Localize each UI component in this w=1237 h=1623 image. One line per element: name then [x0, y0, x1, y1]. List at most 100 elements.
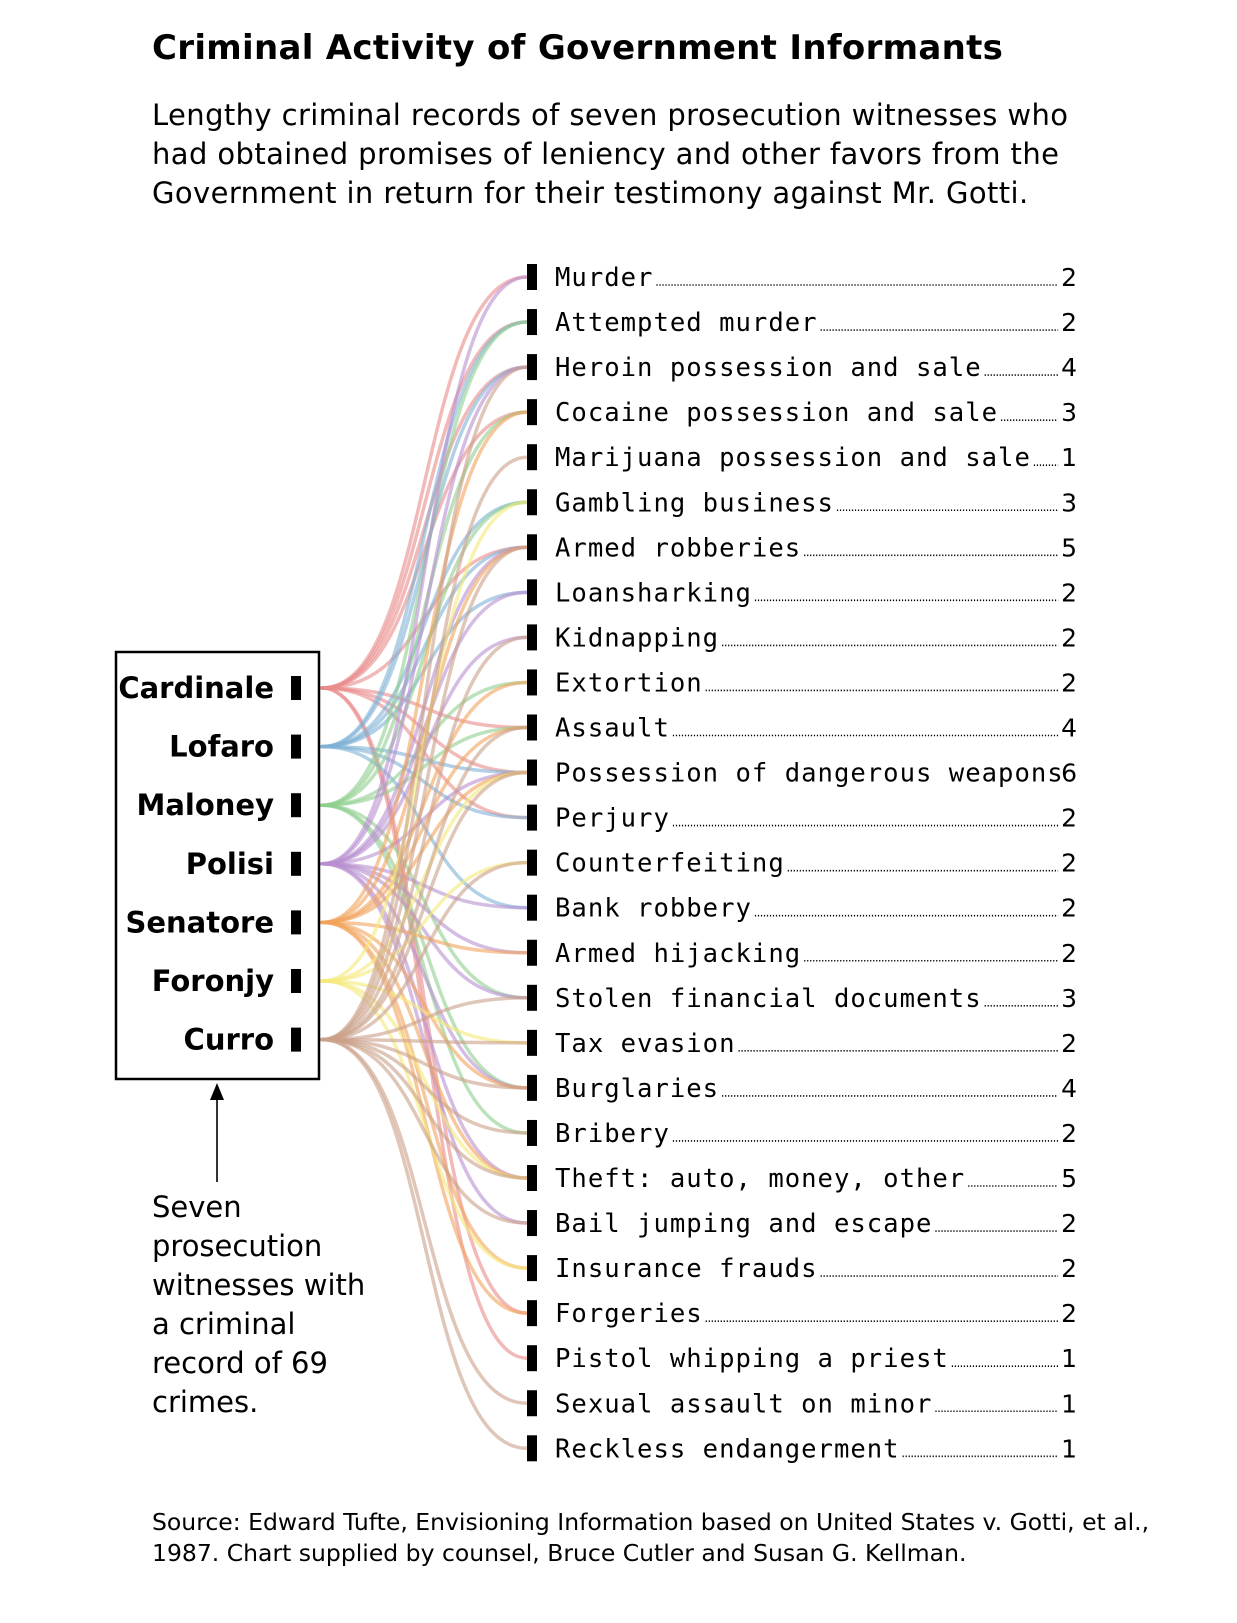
- crime-marker: [527, 579, 537, 606]
- crime-marker: [527, 1119, 537, 1146]
- crime-label: Theft: auto, money, other: [555, 1164, 965, 1194]
- crime-marker: [527, 894, 537, 921]
- connection-line: [320, 862, 529, 1090]
- crime-marker: [527, 489, 537, 516]
- crime-label: Attempted murder: [555, 308, 818, 338]
- crime-label: Bank robbery: [555, 894, 752, 924]
- witness-note: Seven prosecution witnesses with a crimi…: [152, 1190, 366, 1419]
- crime-marker: [527, 714, 537, 741]
- witness-name: Lofaro: [169, 730, 274, 764]
- crime-count: 2: [1061, 623, 1077, 652]
- crime-marker: [527, 1435, 537, 1462]
- witness-marker: [291, 676, 301, 700]
- witness-name: Senatore: [125, 905, 274, 939]
- connection-line: [320, 635, 529, 1042]
- crime-label: Kidnapping: [555, 623, 719, 653]
- crime-label: Gambling business: [555, 488, 834, 518]
- connection-line: [320, 275, 529, 866]
- connection-line: [320, 744, 529, 820]
- page-subtitle: Lengthy criminal records of seven prosec…: [152, 98, 1069, 210]
- connection-line: [320, 860, 529, 1042]
- crime-count: 6: [1061, 759, 1077, 788]
- connection-line: [320, 545, 529, 749]
- crime-count: 2: [1061, 1299, 1077, 1328]
- witness-marker: [291, 1027, 301, 1052]
- connection-line: [320, 803, 529, 1135]
- crime-marker: [527, 1390, 537, 1417]
- crime-marker: [527, 399, 537, 426]
- crime-count: 2: [1061, 263, 1077, 292]
- crime-marker: [527, 1255, 537, 1282]
- crime-count: 3: [1061, 398, 1077, 427]
- witness-name: Polisi: [186, 847, 274, 881]
- crime-marker: [527, 939, 537, 966]
- witness-name: Foronjy: [152, 964, 274, 998]
- connection-line: [320, 744, 529, 775]
- crime-count: 2: [1061, 849, 1077, 878]
- witness-name: Maloney: [136, 788, 274, 822]
- crime-label: Heroin possession and sale: [555, 353, 982, 383]
- crime-count: 1: [1061, 1434, 1077, 1463]
- crime-label: Forgeries: [555, 1299, 703, 1329]
- crime-count: 5: [1061, 533, 1077, 562]
- connection-line: [320, 1037, 529, 1090]
- crime-marker: [527, 1029, 537, 1056]
- connection-line: [320, 725, 529, 1042]
- connection-line: [320, 920, 529, 955]
- crime-marker: [527, 624, 537, 651]
- crime-label: Assault: [555, 714, 670, 744]
- crime-label: Burglaries: [555, 1074, 719, 1104]
- crime-count: 2: [1061, 1119, 1077, 1148]
- connection-line: [320, 320, 529, 690]
- crime-marker: [527, 354, 537, 381]
- connection-line: [320, 862, 529, 1000]
- connection-line: [320, 979, 529, 1180]
- crime-marker: [527, 309, 537, 336]
- crime-marker: [527, 534, 537, 561]
- crime-count: 2: [1061, 668, 1077, 697]
- connection-line: [320, 1037, 529, 1045]
- connection-line: [320, 770, 529, 983]
- crime-label: Sexual assault on minor: [555, 1389, 932, 1419]
- connection-lines: [320, 275, 529, 1451]
- crime-label: Stolen financial documents: [555, 984, 982, 1014]
- crime-count: 1: [1061, 443, 1077, 472]
- crime-count: 2: [1061, 804, 1077, 833]
- connection-line: [320, 455, 529, 1042]
- crime-label: Bribery: [555, 1119, 670, 1149]
- crime-count: 2: [1061, 578, 1077, 607]
- crime-marker: [527, 849, 537, 876]
- crime-marker: [527, 264, 537, 290]
- crime-label: Pistol whipping a priest: [555, 1344, 949, 1374]
- connection-line: [320, 979, 529, 1045]
- connection-line: [320, 770, 529, 1042]
- connection-line: [320, 1037, 529, 1451]
- crime-count: 3: [1061, 488, 1077, 517]
- crime-count: 4: [1061, 714, 1077, 743]
- crime-count: 2: [1061, 308, 1077, 337]
- crime-count: 2: [1061, 894, 1077, 923]
- crime-marker: [527, 1345, 537, 1372]
- connection-line: [320, 1037, 529, 1225]
- connection-line: [320, 770, 529, 925]
- connection-line: [320, 365, 529, 866]
- crime-marker: [527, 1210, 537, 1237]
- crime-label: Murder: [555, 263, 653, 293]
- connection-line: [320, 920, 529, 1180]
- crime-count: 4: [1061, 1074, 1077, 1103]
- connection-line: [320, 996, 529, 1042]
- connection-line: [320, 860, 529, 983]
- crime-label: Perjury: [555, 804, 670, 834]
- crime-marker: [527, 804, 537, 831]
- crime-label: Bail jumping and escape: [555, 1209, 932, 1239]
- witness-marker: [291, 851, 301, 876]
- connection-line: [320, 410, 529, 925]
- crime-marker: [527, 669, 537, 696]
- crime-count: 1: [1061, 1389, 1077, 1418]
- witness-name: Cardinale: [118, 671, 274, 705]
- crime-marker: [527, 1074, 537, 1101]
- source-credit: Source: Edward Tufte, Envisioning Inform…: [152, 1508, 1150, 1567]
- crime-label: Reckless endangerment: [555, 1434, 900, 1464]
